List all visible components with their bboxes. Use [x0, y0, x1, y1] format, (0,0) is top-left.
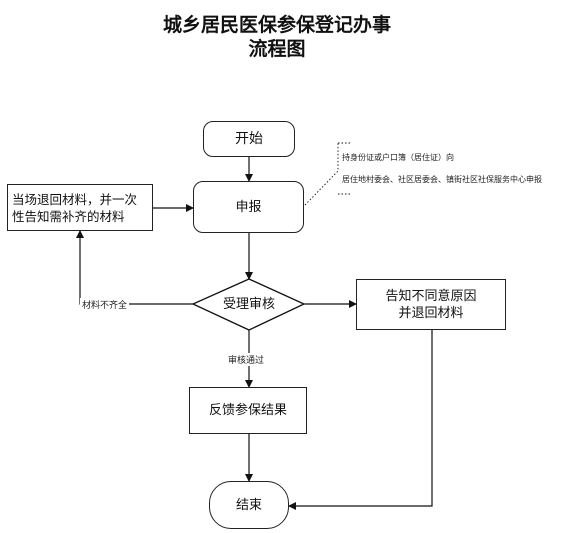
arrow-reject-to-end [288, 330, 433, 510]
node-reject: 告知不同意原因并退回材料 [356, 279, 506, 330]
node-end: 结束 [209, 481, 289, 529]
annotation-line-2: 居住地村委会、社区居委会、镇街社区社保服务中心申报 [342, 175, 542, 184]
diagram-subtitle: 流程图 [248, 38, 306, 60]
node-start: 开始 [203, 121, 295, 157]
edge-label-incomplete: 材料不齐全 [80, 298, 130, 311]
diagram-title: 城乡居民医保参保登记办事 [162, 14, 391, 36]
node-review: 受理审核 [222, 296, 275, 312]
annotation-callout [304, 143, 339, 206]
edge-label-approved: 审核通过 [226, 353, 267, 366]
node-return-materials: 当场退回材料，并一次性告知需补齐的材料 [7, 184, 153, 231]
node-feedback: 反馈参保结果 [189, 387, 307, 434]
review-diamond-shape [191, 278, 306, 331]
annotation-line-1: 持身份证或户口簿（居住证）向 [342, 153, 454, 162]
node-apply: 申报 [193, 181, 304, 233]
arrow-review-to-return [76, 230, 193, 305]
